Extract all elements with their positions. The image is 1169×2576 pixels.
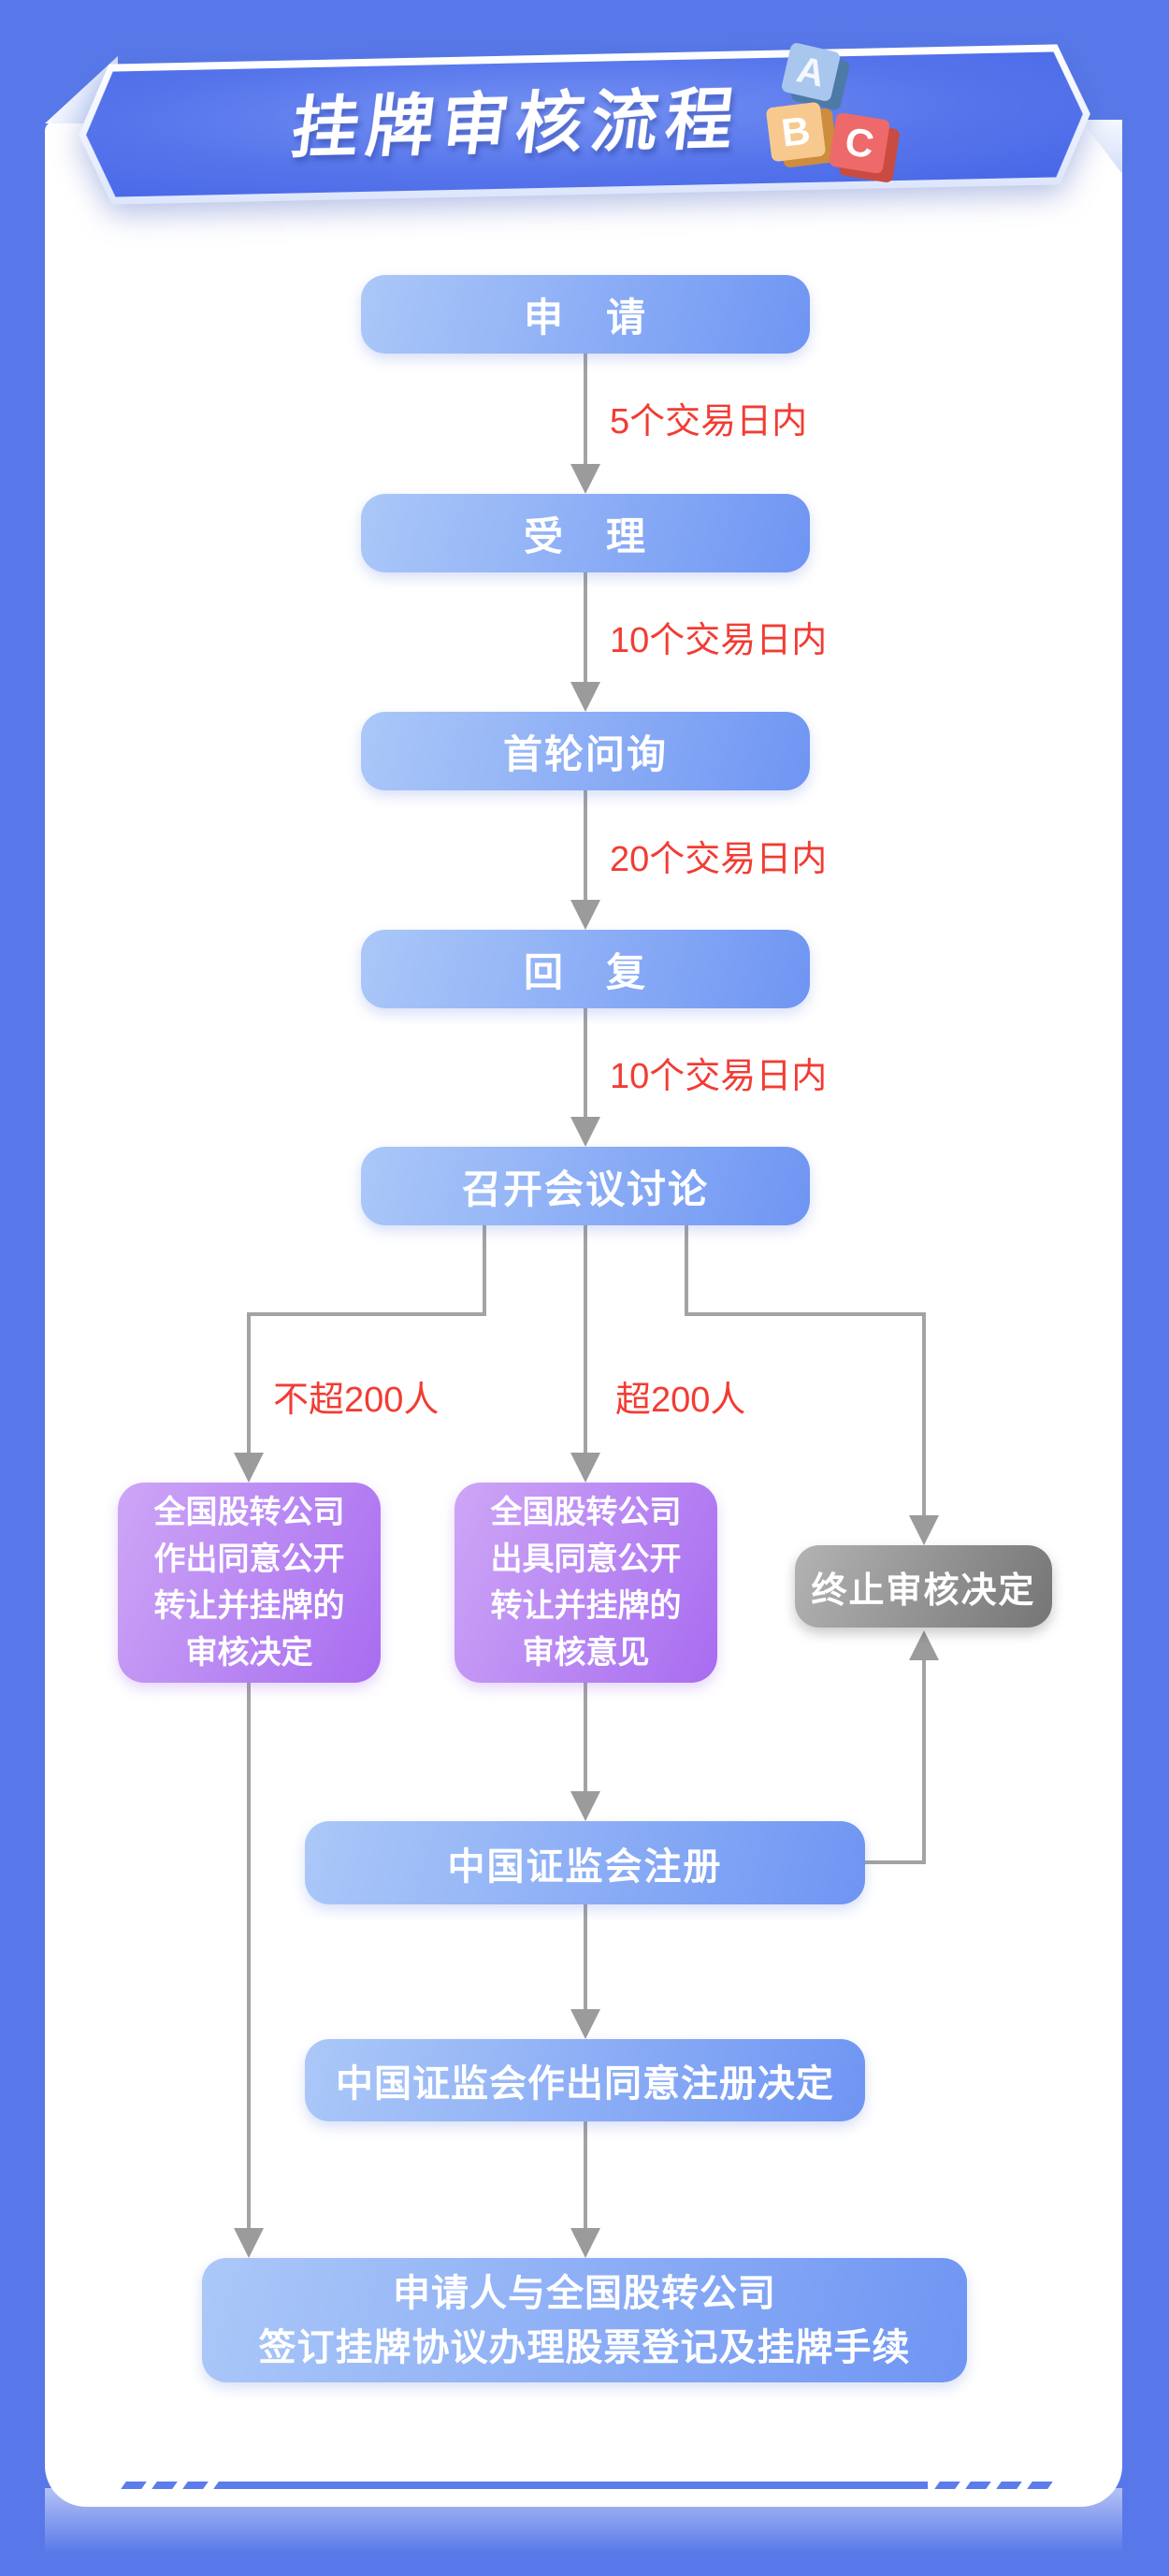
arrowhead-terminate-up [909,1630,939,1660]
connector-register-decision [584,1904,587,2009]
connector-accept-inquiry [584,572,587,682]
bottom-deco-slashes-left [121,2482,239,2489]
header-banner: 挂牌审核流程 [78,44,1092,206]
final-line2: 签订挂牌协议办理股票登记及挂牌手续 [258,2326,911,2368]
purple-center-line3: 转让并挂牌的 [490,1588,682,1624]
purple-left-line1: 全国股转公司 [153,1495,345,1530]
banner-body: 挂牌审核流程 [85,51,1085,197]
connector-branch-center-down [584,1225,587,1453]
connector-branch-left-down [247,1312,251,1453]
purple-left-line3: 转让并挂牌的 [153,1588,345,1624]
edge-label-under-200: 不超200人 [273,1381,440,1420]
connector-purpleleft-final [247,1683,251,2228]
connector-reply-meeting [584,1008,587,1117]
slash [965,2482,991,2489]
purple-left-line4: 审核决定 [185,1635,313,1671]
bottom-deco-slashes-right [934,2482,1053,2489]
flow-node-final: 申请人与全国股转公司 签订挂牌协议办理股票登记及挂牌手续 [202,2258,967,2382]
edge-label-10-trading-days: 10个交易日内 [610,621,828,660]
flow-node-apply: 申 请 [361,275,810,354]
slash [121,2482,147,2489]
slash [182,2482,209,2489]
purple-center-line4: 审核意见 [522,1635,650,1671]
connector-inquiry-reply [584,790,587,900]
connector-branch-left-drop [483,1225,486,1316]
arrowhead-purple-left [234,1453,264,1483]
arrowhead-purple-center [570,1453,600,1483]
slash [1027,2482,1053,2489]
arrowhead-accept [570,464,600,494]
slash [996,2482,1022,2489]
arrowhead-inquiry [570,682,600,712]
flow-node-terminate: 终止审核决定 [795,1545,1052,1628]
letter-a: A [793,48,830,95]
purple-center-line2: 出具同意公开 [490,1541,682,1577]
letter-c: C [842,118,877,167]
purple-left-line2: 作出同意公开 [153,1541,345,1577]
final-line1: 申请人与全国股转公司 [393,2272,776,2314]
connector-purplecenter-register [584,1683,587,1791]
edge-label-5-trading-days: 5个交易日内 [610,402,808,441]
flow-node-first-inquiry: 首轮问询 [361,712,810,790]
flow-node-meeting: 召开会议讨论 [361,1147,810,1225]
slash [934,2482,960,2489]
slash [152,2482,178,2489]
connector-branch-right-elbow [685,1312,924,1316]
arrowhead-final-center [570,2228,600,2258]
flow-node-opinion-over200: 全国股转公司 出具同意公开 转让并挂牌的 审核意见 [455,1483,717,1683]
edge-label-10-trading-days-2: 10个交易日内 [610,1057,828,1096]
arrowhead-decision [570,2009,600,2039]
bottom-deco-line [221,2482,928,2489]
flow-node-reply: 回 复 [361,930,810,1008]
flow-node-csrc-register: 中国证监会注册 [305,1821,865,1904]
arrowhead-register [570,1791,600,1821]
arrowhead-reply [570,900,600,930]
arrowhead-final-left [234,2228,264,2258]
connector-branch-right-drop [685,1225,688,1316]
connector-apply-accept [584,354,587,464]
card-bottom-glow [45,2488,1122,2554]
connector-branch-left-elbow [247,1312,486,1316]
edge-label-20-trading-days: 20个交易日内 [610,840,828,879]
letter-block-c-icon: C [828,111,891,175]
letter-block-b-icon: B [765,101,827,163]
flow-node-decision-under200: 全国股转公司 作出同意公开 转让并挂牌的 审核决定 [118,1483,381,1683]
arrowhead-meeting [570,1117,600,1147]
flow-node-csrc-decision: 中国证监会作出同意注册决定 [305,2039,865,2121]
arrowhead-terminate [909,1515,939,1545]
connector-decision-final [584,2121,587,2228]
purple-center-line1: 全国股转公司 [490,1495,682,1530]
edge-label-over-200: 超200人 [615,1381,746,1420]
connector-register-terminate-elbow [865,1860,924,1864]
flow-node-accept: 受 理 [361,494,810,572]
connector-register-terminate-up [922,1660,926,1864]
letter-b: B [779,108,813,155]
connector-branch-right-down [922,1312,926,1515]
